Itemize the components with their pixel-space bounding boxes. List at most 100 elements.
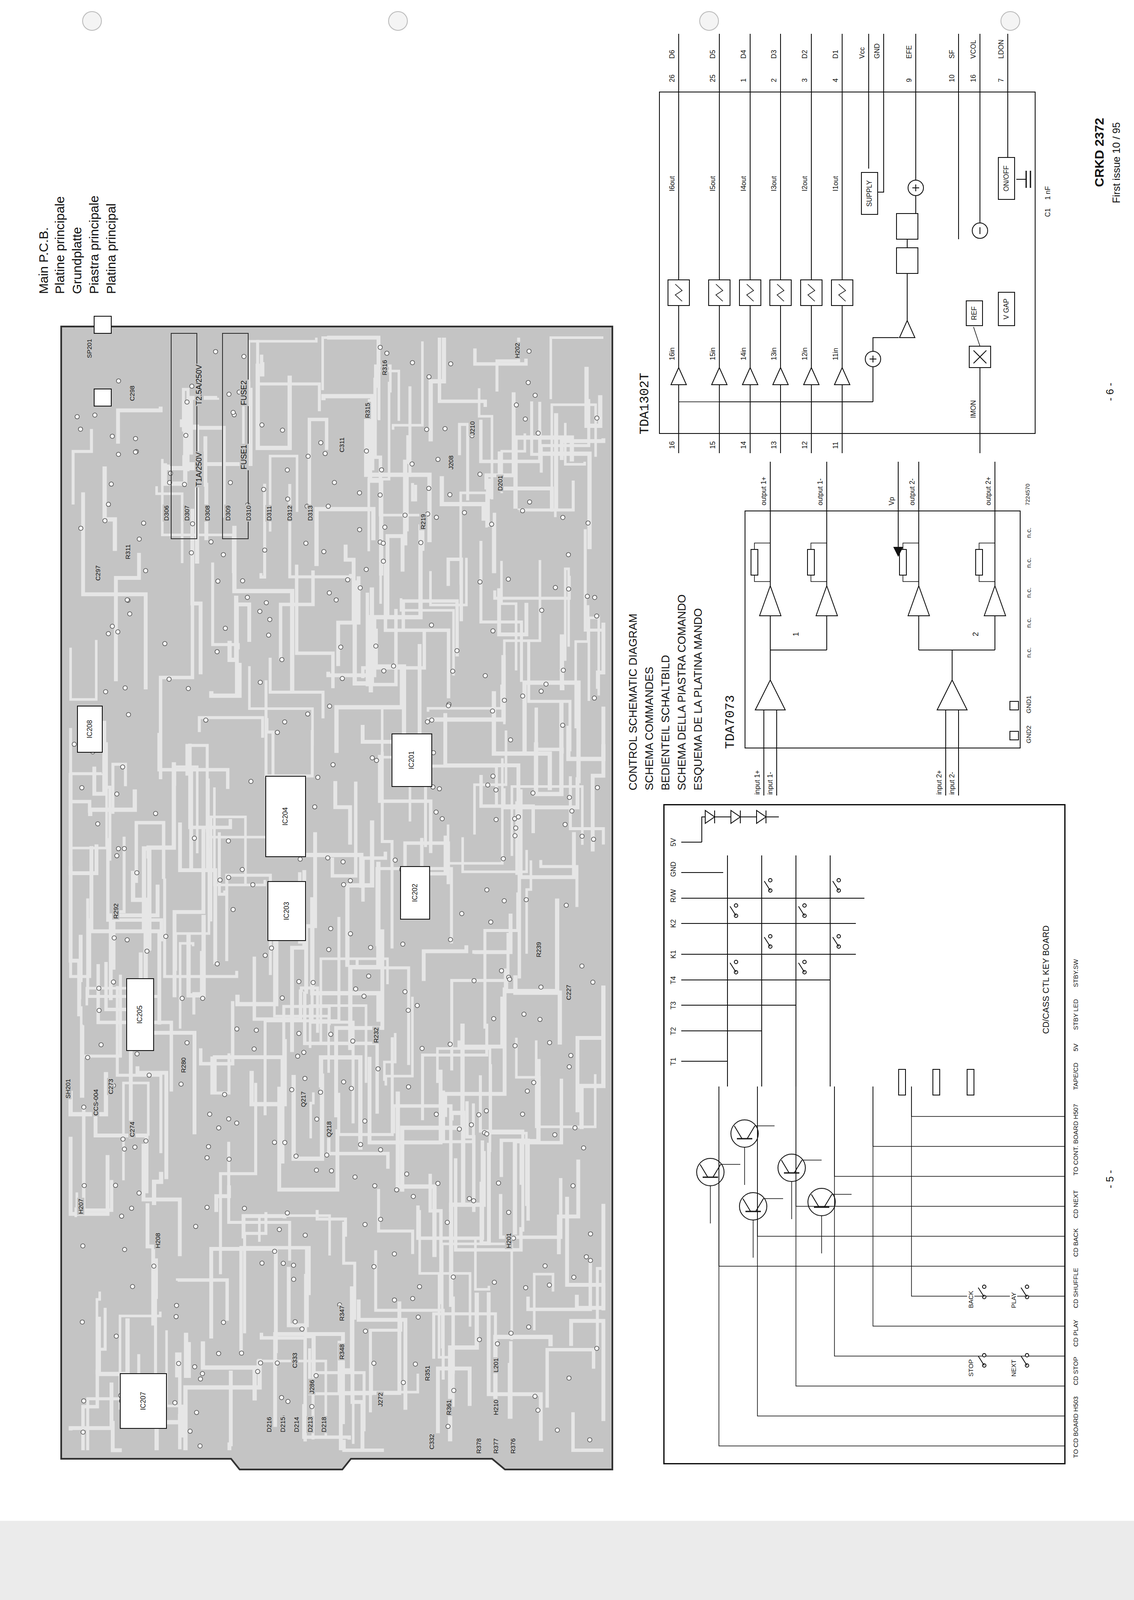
solder-pad (248, 779, 253, 784)
filter-symbol (715, 284, 723, 302)
solder-pad (571, 1275, 576, 1280)
wire (979, 575, 995, 582)
transistor-symbol (755, 1198, 764, 1212)
switch-symbol (978, 1356, 985, 1366)
solder-pad (530, 790, 535, 796)
wire (795, 1086, 1065, 1207)
solder-pad (536, 430, 541, 436)
copper-trace (495, 1336, 551, 1401)
solder-pad (435, 457, 440, 462)
solder-pad (325, 855, 330, 861)
switch-symbol (832, 937, 839, 947)
copper-trace (499, 451, 553, 511)
wire (678, 33, 680, 280)
solder-pad (372, 1183, 378, 1188)
copper-trace (474, 913, 511, 954)
solder-pad (327, 590, 332, 596)
signal-label: D6 (668, 49, 677, 60)
resistor-symbol (975, 549, 983, 576)
solder-pad (483, 673, 488, 678)
solder-pad (447, 492, 452, 497)
copper-trace (229, 1370, 231, 1451)
solder-pad (109, 481, 114, 487)
copper-trace (193, 950, 202, 1015)
solder-pad (113, 1183, 118, 1188)
copper-trace (547, 1349, 594, 1408)
copper-trace (289, 483, 351, 577)
solder-pad (272, 1249, 277, 1254)
copper-trace (243, 1216, 285, 1239)
wire (829, 855, 831, 1087)
wire (1016, 178, 1027, 180)
wire (994, 615, 996, 651)
page-number: - 5 - (1104, 1169, 1117, 1190)
transistor-symbol (824, 1194, 832, 1208)
transistor-symbol (739, 1192, 767, 1221)
solder-pad (358, 1142, 363, 1147)
wire (678, 305, 680, 368)
resistor-symbol (807, 549, 815, 576)
copper-trace (400, 598, 454, 676)
solder-pad (269, 945, 274, 950)
copper-trace (156, 486, 183, 564)
pin-symbol (1009, 731, 1019, 740)
solder-pad (258, 679, 263, 685)
solder-pad (262, 548, 268, 553)
solder-pad (484, 1131, 489, 1137)
copper-trace (257, 339, 320, 412)
wire (834, 1086, 1065, 1177)
solder-pad (111, 979, 116, 985)
component-ref: CCS-004 (92, 1088, 100, 1117)
wire (763, 709, 765, 796)
copper-trace (95, 1092, 147, 1194)
solder-pad (490, 709, 495, 714)
signal-label: LDON (997, 38, 1006, 60)
copper-trace (516, 1037, 540, 1128)
solder-pad (206, 1144, 211, 1149)
solder-pad (445, 1424, 451, 1429)
copper-trace (176, 1354, 180, 1450)
solder-pad (272, 1140, 277, 1145)
solder-pad (299, 1326, 305, 1332)
transistor-symbol (747, 1125, 755, 1139)
solder-pad (82, 1183, 87, 1188)
solder-pad (445, 1220, 450, 1225)
solder-pad (425, 719, 430, 725)
solder-pad (80, 1319, 85, 1324)
solder-pad (514, 402, 519, 407)
solder-pad (311, 980, 316, 985)
solder-pad (207, 1112, 212, 1117)
filter-symbol (746, 284, 754, 302)
wire (906, 273, 908, 321)
amplifier-symbol (755, 679, 786, 710)
wire (719, 401, 873, 403)
component-ref: R280 (179, 1056, 188, 1074)
amplifier-symbol (772, 367, 789, 385)
signal-label: I2out (801, 175, 809, 193)
solder-pad (119, 1214, 124, 1219)
solder-pad (241, 354, 247, 359)
solder-pad (120, 764, 125, 769)
copper-trace (531, 401, 540, 455)
signal-label: 15in (709, 346, 717, 362)
copper-trace (323, 396, 373, 471)
solder-pad (151, 1264, 157, 1269)
solder-pad (429, 623, 434, 628)
solder-pad (324, 1152, 330, 1158)
solder-pad (109, 433, 115, 439)
block-box: ON/OFF (997, 157, 1016, 200)
solder-pad (524, 897, 529, 903)
solder-pad (566, 552, 571, 557)
solder-pad (501, 898, 507, 903)
solder-pad (378, 1147, 383, 1152)
solder-pad (382, 525, 387, 530)
pin-number: 12 (801, 440, 809, 450)
solder-pad (527, 499, 532, 505)
copper-trace (143, 1143, 180, 1257)
switch-contact (837, 878, 841, 882)
led-symbol (730, 810, 741, 824)
copper-trace (310, 1092, 314, 1139)
solder-pad (525, 1089, 530, 1094)
wire (681, 897, 865, 899)
copper-trace (270, 657, 324, 719)
